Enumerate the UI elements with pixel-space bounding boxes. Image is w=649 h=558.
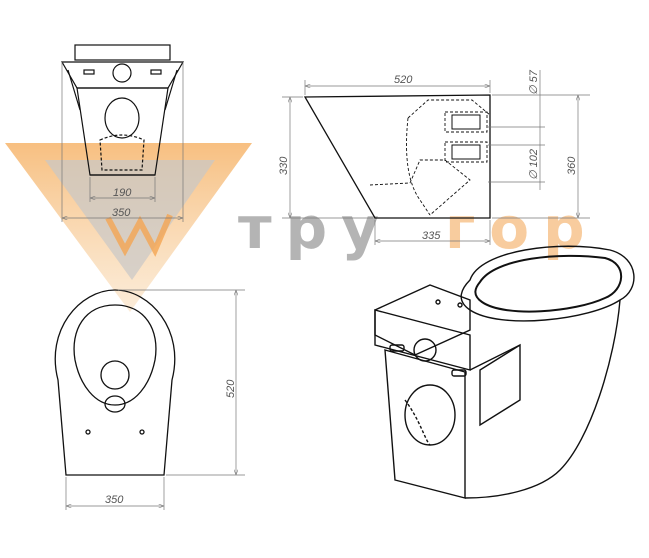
dimension-190: 190 — [113, 187, 132, 199]
watermark-text-orange: гор — [445, 194, 599, 262]
top-view — [60, 44, 185, 176]
dimension-360: 360 — [566, 156, 578, 175]
side-view-dimensions — [282, 70, 590, 245]
front-view — [54, 289, 176, 476]
dimension-diameter-102: ∅ 102 — [528, 149, 540, 180]
isometric-view — [374, 245, 635, 499]
watermark-logo — [5, 143, 252, 312]
dimension-335: 335 — [422, 230, 441, 242]
watermark-text-gray: тру — [238, 194, 393, 262]
top-view-dimensions — [61, 62, 184, 222]
dimension-350-top: 350 — [112, 207, 131, 219]
front-view-dimensions — [65, 289, 245, 510]
dimension-diameter-57: ∅ 57 — [528, 69, 540, 95]
dimension-520-side: 520 — [394, 74, 413, 86]
dimension-520-front: 520 — [225, 379, 237, 398]
dimension-330: 330 — [278, 156, 290, 175]
side-view — [303, 94, 491, 219]
dimension-350-front: 350 — [105, 494, 124, 506]
